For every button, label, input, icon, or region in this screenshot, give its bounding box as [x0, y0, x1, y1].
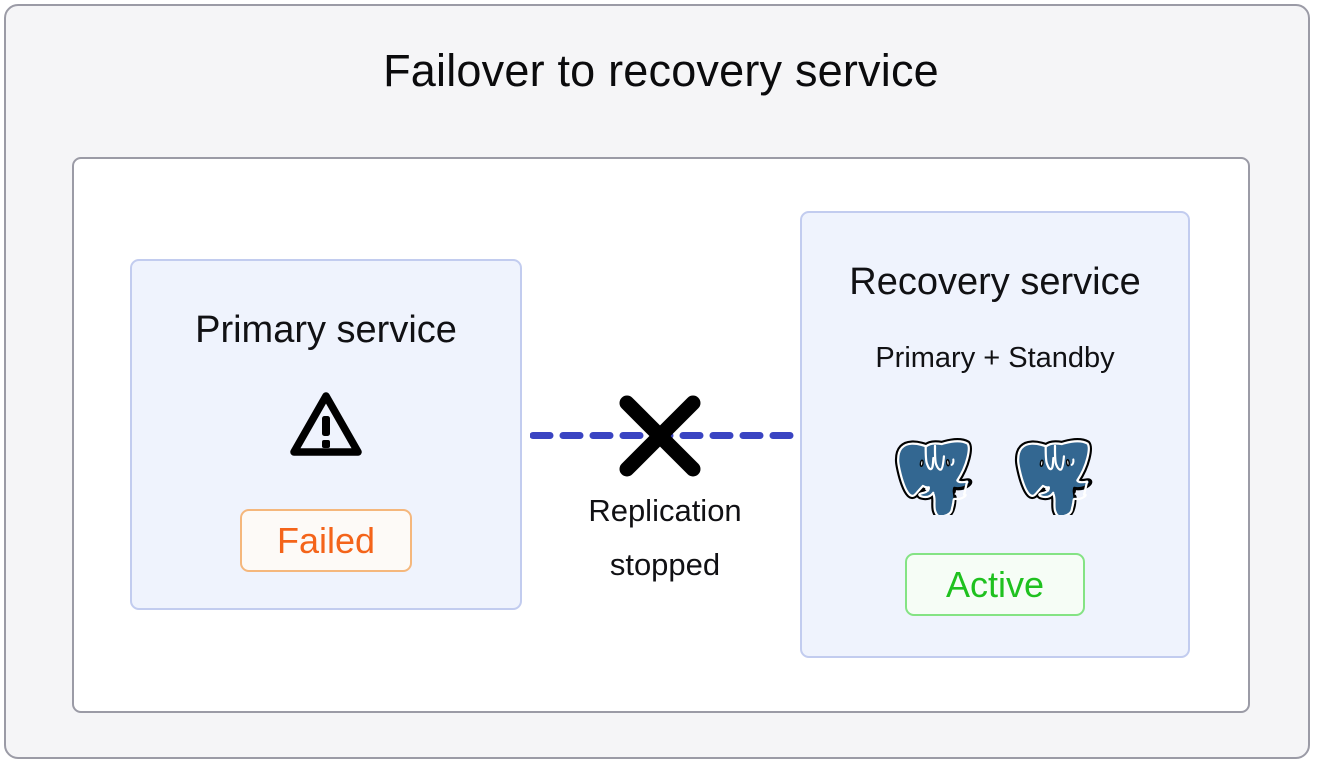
recovery-service-card[interactable]: Recovery service Primary + Standby [800, 211, 1190, 658]
recovery-service-subtitle: Primary + Standby [875, 342, 1115, 374]
warning-triangle-icon [290, 392, 362, 456]
primary-service-title: Primary service [195, 309, 457, 351]
status-badge-active[interactable]: Active [905, 553, 1085, 616]
x-mark-icon [618, 394, 702, 478]
recovery-service-title: Recovery service [849, 261, 1141, 303]
status-badge-failed-label: Failed [276, 519, 376, 561]
status-badge-failed[interactable]: Failed [240, 509, 412, 572]
status-badge-active-label: Active [945, 563, 1045, 605]
primary-service-card[interactable]: Primary service Failed [130, 259, 522, 610]
replication-label-line1: Replication [588, 493, 742, 528]
replication-label-line2: stopped [609, 547, 721, 582]
postgresql-elephant-icon [894, 438, 973, 515]
replication-status-label: Replication stopped [520, 484, 810, 592]
page-title: Failover to recovery service [383, 45, 939, 96]
recovery-service-nodes [802, 427, 1188, 515]
primary-service-icon-wrap [132, 391, 520, 457]
postgresql-elephant-icon [1014, 438, 1093, 515]
